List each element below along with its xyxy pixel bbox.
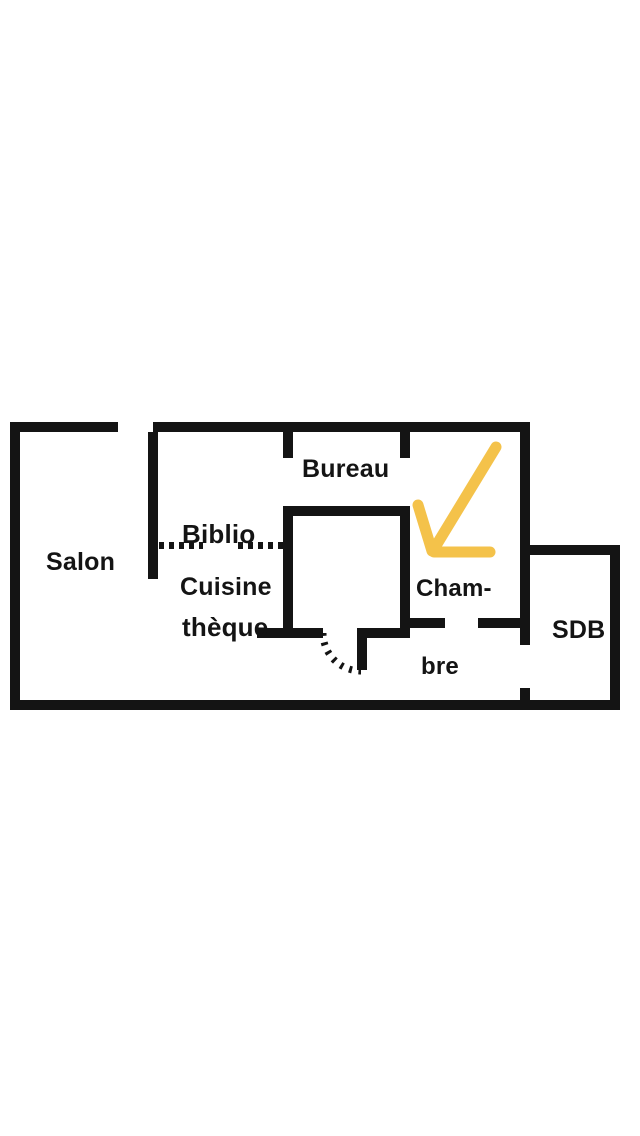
wall-inner-left xyxy=(283,506,293,638)
dotted-opening-left xyxy=(159,542,203,549)
room-label-bibliotheque-line1: Biblio xyxy=(182,519,256,549)
door-swing-arc xyxy=(319,632,362,675)
wall-door-jamb xyxy=(357,628,367,670)
wall-inner-bottom-right xyxy=(357,628,410,638)
room-label-cuisine: Cuisine xyxy=(180,573,272,601)
wall-sdb-right xyxy=(610,545,620,710)
dotted-opening-right xyxy=(238,542,284,549)
wall-right-lower xyxy=(520,688,530,710)
room-label-bibliotheque: Biblio thèque xyxy=(182,457,268,705)
wall-inner-right xyxy=(400,506,410,630)
room-label-sdb: SDB xyxy=(552,616,606,644)
wall-left xyxy=(10,422,20,710)
wall-inner-bottom-left xyxy=(257,628,323,638)
wall-chambre-bottom-left xyxy=(400,618,445,628)
wall-bureau-chambre-stub xyxy=(400,432,410,458)
wall-sdb-top xyxy=(530,545,620,555)
room-label-bibliotheque-line2: thèque xyxy=(182,612,269,642)
wall-salon-divider xyxy=(148,432,158,579)
room-label-chambre-line2: bre xyxy=(421,653,459,680)
room-label-bureau: Bureau xyxy=(302,455,390,483)
wall-bottom xyxy=(10,700,620,710)
room-label-chambre: Cham- bre xyxy=(416,524,492,732)
wall-inner-top xyxy=(293,506,403,516)
wall-top-main xyxy=(153,422,530,432)
wall-top-left xyxy=(10,422,118,432)
room-label-chambre-line1: Cham- xyxy=(416,575,492,602)
wall-right-upper xyxy=(520,432,530,645)
wall-chambre-bottom-right xyxy=(478,618,530,628)
room-label-salon: Salon xyxy=(46,548,116,576)
wall-biblio-bureau-stub xyxy=(283,432,293,458)
